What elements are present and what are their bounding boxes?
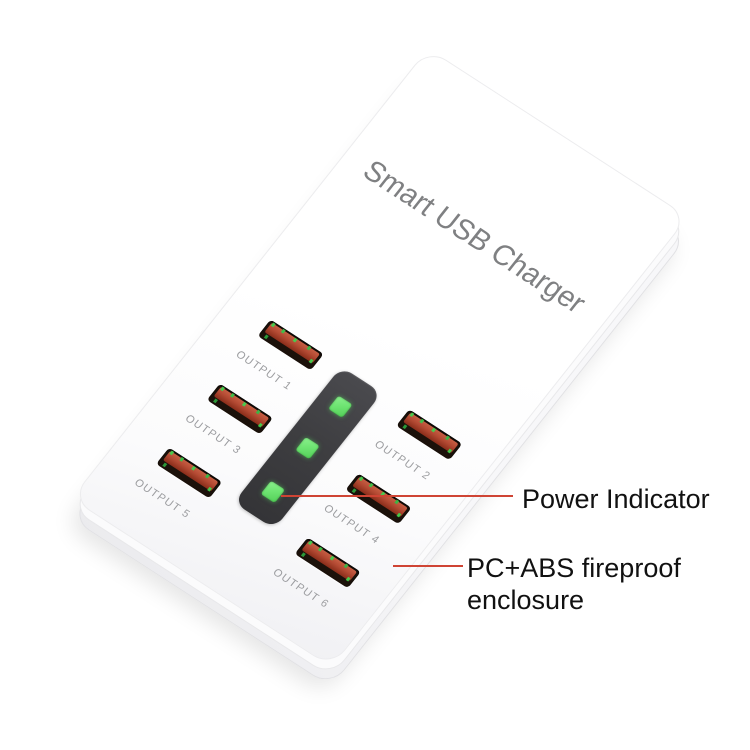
power-led-icon (260, 480, 286, 504)
leader-line-power-indicator (281, 495, 513, 497)
leader-line-enclosure (393, 565, 463, 567)
annotation-enclosure: PC+ABS fireproof enclosure (467, 553, 681, 615)
annotation-power-indicator: Power Indicator (522, 484, 710, 514)
power-led-icon (328, 395, 353, 418)
power-led-icon (295, 436, 320, 460)
